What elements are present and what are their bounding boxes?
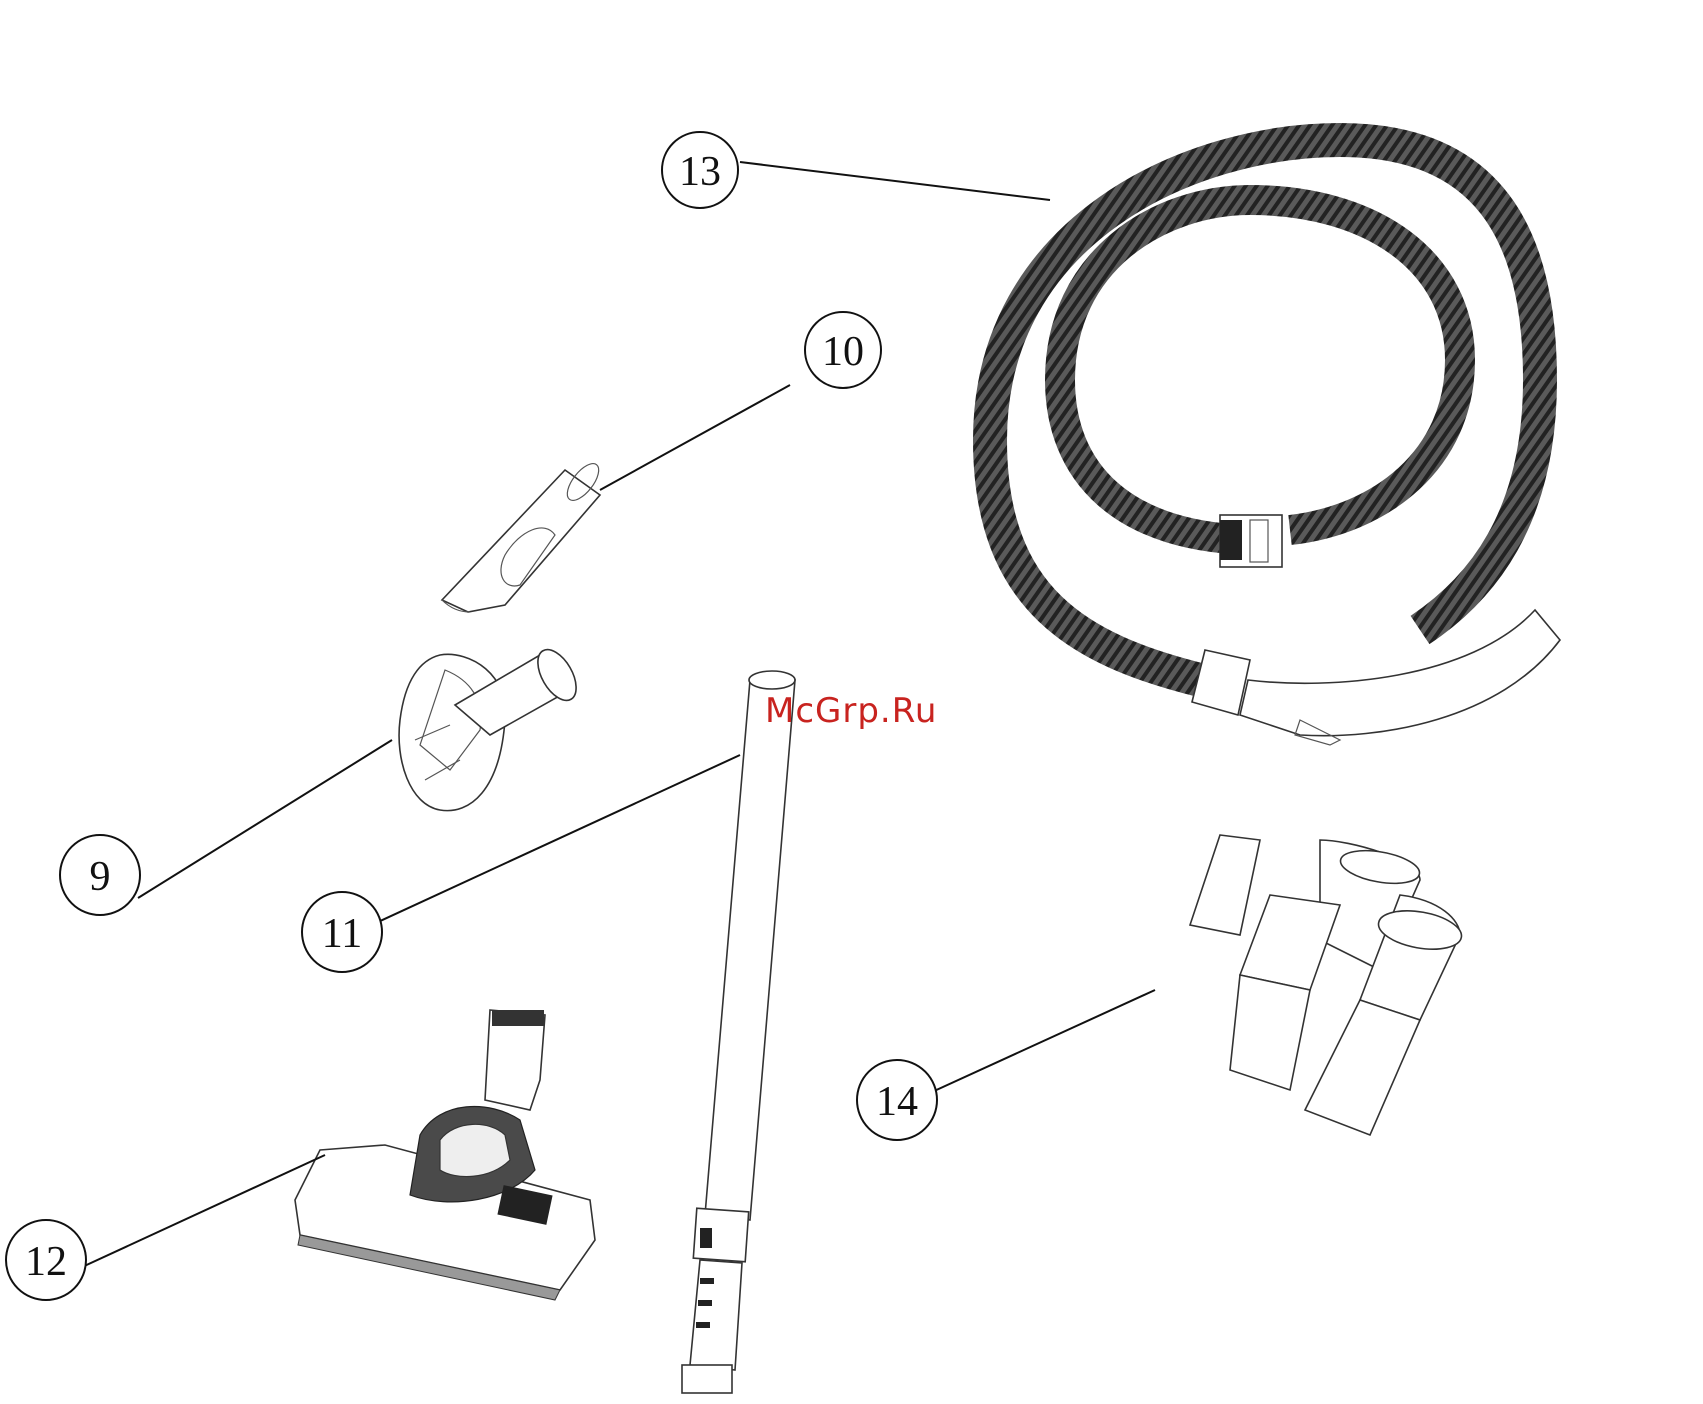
callout-14-label: 14	[876, 1079, 918, 1125]
callout-13-label: 13	[679, 149, 721, 195]
callout-11-label: 11	[322, 911, 362, 957]
callout-9: 9	[60, 835, 140, 915]
callout-10: 10	[805, 312, 881, 388]
adapters-part	[1190, 835, 1464, 1135]
leader-14	[932, 990, 1155, 1092]
callout-9-label: 9	[90, 854, 111, 900]
hose-part	[990, 140, 1560, 745]
callout-10-label: 10	[822, 329, 864, 375]
callout-12: 12	[6, 1220, 86, 1300]
callout-11: 11	[302, 892, 382, 972]
dusting-brush-part	[399, 643, 584, 810]
leader-9	[138, 740, 392, 898]
floor-nozzle-part	[295, 1010, 595, 1300]
callout-13: 13	[662, 132, 738, 208]
telescopic-tube-part	[682, 671, 795, 1393]
crevice-nozzle-part	[442, 459, 604, 612]
leader-10	[600, 385, 790, 490]
leader-13	[740, 162, 1050, 200]
callout-12-label: 12	[25, 1239, 67, 1285]
callout-14: 14	[857, 1060, 937, 1140]
watermark-text: McGrp.Ru	[765, 691, 937, 731]
leader-12	[80, 1155, 325, 1268]
